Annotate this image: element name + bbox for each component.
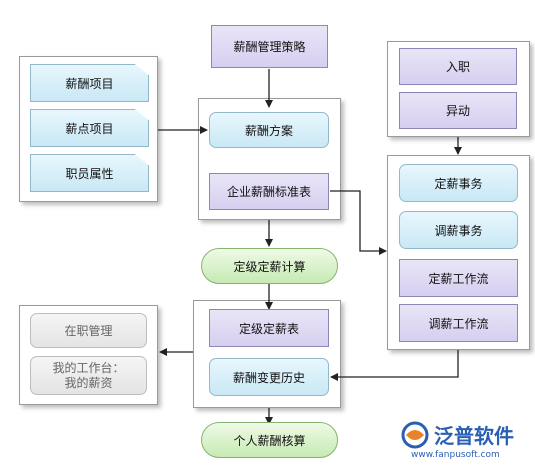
my-salary-label: 我的薪资	[64, 375, 113, 390]
fanpu-logo-icon	[401, 421, 429, 449]
salary-setting-affairs-box: 定薪事务	[399, 164, 518, 202]
strategy-box: 薪酬管理策略	[211, 25, 328, 68]
my-workbench-box: 我的工作台： 我的薪资	[30, 356, 147, 395]
salary-adjust-workflow-box: 调薪工作流	[399, 304, 518, 342]
salary-adjust-affairs-box: 调薪事务	[399, 211, 518, 249]
salary-change-history-box: 薪酬变更历史	[209, 358, 329, 396]
doc-employee-attributes: 职员属性	[30, 154, 149, 192]
personal-salary-calc: 个人薪酬核算	[201, 422, 338, 458]
arrow-standard-to-right	[330, 190, 387, 255]
logo-url: www.fanpusoft.com	[411, 450, 500, 460]
my-workbench-label: 我的工作台：	[52, 360, 125, 375]
salary-standard-box: 企业薪酬标准表	[209, 173, 329, 210]
grade-salary-calc: 定级定薪计算	[201, 248, 338, 284]
arrow-right-to-history	[330, 350, 459, 381]
doc-salary-point-items: 薪点项目	[30, 109, 149, 147]
salary-setting-workflow-box: 定薪工作流	[399, 259, 518, 297]
salary-plan-box: 薪酬方案	[209, 112, 329, 148]
transfer-box: 异动	[399, 92, 517, 129]
onjob-management-box: 在职管理	[30, 313, 147, 348]
fanpu-logo: 泛普软件 www.fanpusoft.com	[398, 418, 532, 464]
onboarding-box: 入职	[399, 48, 517, 85]
grade-salary-table-box: 定级定薪表	[209, 309, 329, 347]
doc-salary-items: 薪酬项目	[30, 64, 149, 102]
logo-name: 泛普软件	[434, 424, 514, 448]
